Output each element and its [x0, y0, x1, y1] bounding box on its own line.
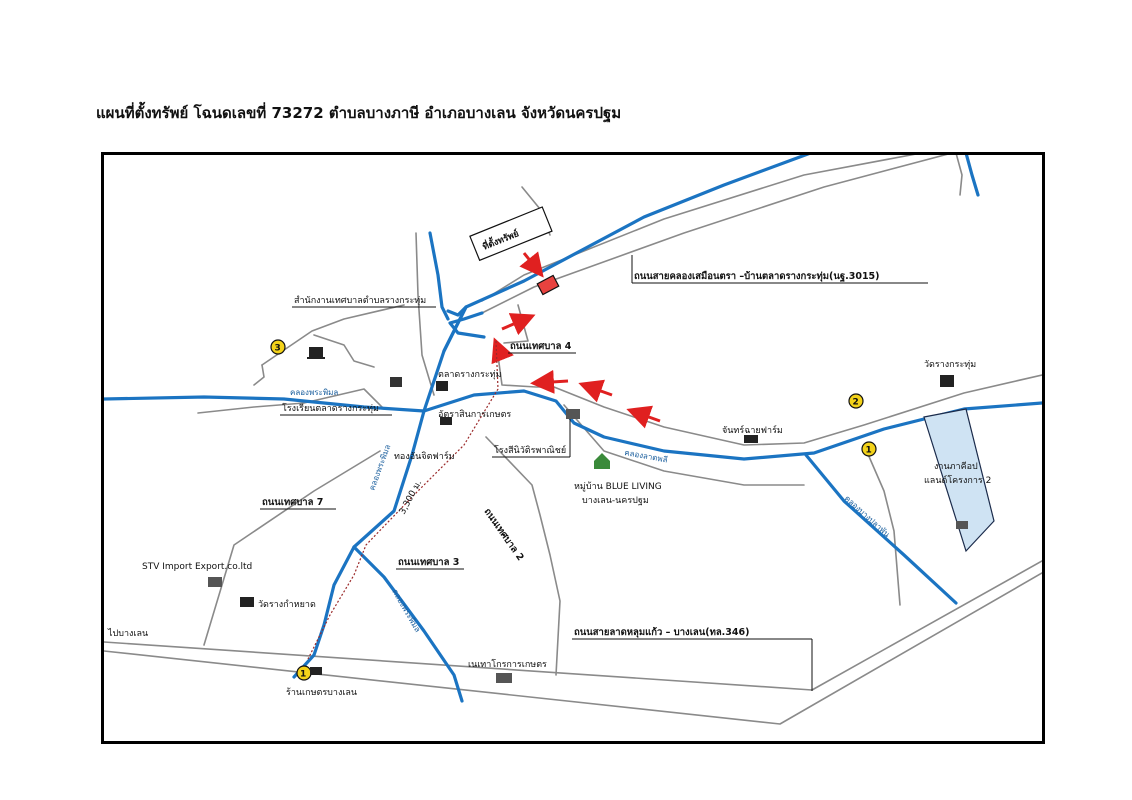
- arrow-route-3: [530, 369, 569, 394]
- place-village-1: หมู่บ้าน BLUE LIVING: [574, 481, 662, 492]
- road-wat: [313, 334, 375, 368]
- canal-label-west: คลองพระพิมล: [290, 388, 338, 397]
- road-346-upper: [104, 560, 1042, 691]
- marker-2: 2: [848, 393, 864, 409]
- marker-1-east: 1: [861, 441, 877, 457]
- arrow-route-5: [626, 405, 661, 429]
- place-thong: ทองอันจิตฟาร์ม: [394, 450, 455, 462]
- canal-ne: [964, 155, 980, 197]
- place-rice-mill: โรงสีนิวัติรพาณิชย์: [494, 444, 566, 456]
- place-stv: STV Import Export.co.ltd: [142, 562, 252, 572]
- road-north: [415, 232, 435, 396]
- road-label-tesaban4: ถนนเทศบาล 4: [510, 341, 572, 352]
- property-label-box: ที่ตั้งทรัพย์: [469, 206, 553, 262]
- canal-label-se: คลองพระพิมล: [390, 588, 422, 634]
- temple-icon: [940, 375, 954, 387]
- road-west: [197, 388, 385, 414]
- direction-arrows: [491, 251, 661, 429]
- place-chan-farm: จันทร์ฉายฟาร์ม: [722, 424, 783, 436]
- bank-icon: [440, 417, 452, 425]
- place-school: โรงเรียนตลาดรางกระทุ่ม: [282, 403, 379, 414]
- road-municipal-7: [203, 450, 381, 646]
- road-label-tesaban7: ถนนเทศบาล 7: [262, 497, 323, 508]
- canal-main-east: [422, 389, 1042, 461]
- place-wat-kam: วัดรางกำหยาด: [258, 599, 316, 610]
- canal-network: [104, 155, 1042, 703]
- svg-text:1: 1: [300, 670, 306, 680]
- place-project-2: แลนด์โครงการ 2: [924, 474, 991, 486]
- arrow-to-property: [519, 251, 544, 278]
- map-frame: ที่ตั้งทรัพย์ 1 1 2 3: [101, 152, 1045, 744]
- canal-north-branch: [442, 305, 468, 353]
- road-label-346: ถนนสายลาดหลุมแก้ว – บางเลน(ทล.346): [574, 626, 749, 638]
- place-village-2: บางเลน-นครปฐม: [582, 496, 649, 506]
- road-northwest: [253, 364, 265, 386]
- canal-small-north: [448, 311, 486, 339]
- market-icon: [436, 381, 448, 391]
- svg-text:1: 1: [866, 446, 872, 456]
- road-label-3015: ถนนสายคลองเสมือนตรา –บ้านตลาดรางกระทุ่ม(…: [634, 270, 880, 282]
- road-label-tesaban2: ถนนเทศบาล 2: [482, 506, 526, 563]
- place-wat-rang: วัดรางกระทุ่ม: [924, 360, 976, 370]
- road-municipal-2: [485, 436, 561, 676]
- agri-building-icon: [496, 673, 512, 683]
- road-label-tesaban3: ถนนเทศบาล 3: [398, 557, 459, 568]
- canal-main-west: [104, 395, 426, 413]
- road-ne: [955, 155, 963, 196]
- place-project-1: งานภาคีอป: [934, 461, 978, 472]
- project-area: [923, 408, 995, 553]
- road-346-lower: [104, 572, 1042, 725]
- svg-text:3: 3: [275, 344, 281, 354]
- place-bank: อัตราสินการเกษตร: [438, 409, 511, 420]
- place-agri: เนเทาโกรการเกษตร: [468, 659, 547, 670]
- road-3015-lower: [481, 155, 948, 314]
- arrow-route-2: [491, 337, 514, 365]
- road-3015-upper: [481, 155, 916, 302]
- farm-icon: [744, 435, 758, 443]
- road-label-banglen: ไปบางเลน: [107, 628, 148, 639]
- place-municipality: สำนักงานเทศบาลตำบลรางกระทุ่ม: [294, 295, 426, 306]
- place-shop: ร้านเกษตรบางเลน: [286, 687, 357, 698]
- marker-3: 3: [270, 339, 286, 355]
- route-path: [307, 340, 499, 660]
- canal-nw: [428, 231, 450, 321]
- canal-label-ne: คลองบางปลาพัน: [843, 494, 892, 540]
- village-house-icon: [594, 453, 610, 469]
- road-east-small: [863, 444, 901, 606]
- location-map: ที่ตั้งทรัพย์ 1 1 2 3: [104, 155, 1042, 725]
- shop-icon: [310, 667, 322, 675]
- rice-mill-icon: [566, 409, 580, 419]
- arrow-route-1: [501, 313, 536, 336]
- road-tesaban4: [495, 340, 1042, 446]
- municipality-office-icon: [307, 347, 325, 359]
- arrow-route-4: [578, 379, 613, 403]
- school-icon: [390, 377, 402, 387]
- warehouse-icon: [208, 577, 222, 587]
- canal-south-east: [352, 545, 464, 703]
- road-west-2: [261, 304, 405, 366]
- marker-1-south: 1: [296, 665, 312, 681]
- place-market: ตลาดรางกระทุ่ม: [438, 370, 502, 380]
- property-marker: [536, 274, 560, 296]
- canal-east: [804, 453, 958, 605]
- project-building-icon: [956, 521, 968, 529]
- page-title: แผนที่ตั้งทรัพย์ โฉนดเลขที่ 73272 ตำบลบา…: [96, 104, 622, 122]
- canal-south: [292, 409, 426, 679]
- road-to-south: [563, 404, 805, 486]
- temple-south-icon: [240, 597, 254, 607]
- svg-text:2: 2: [853, 398, 859, 408]
